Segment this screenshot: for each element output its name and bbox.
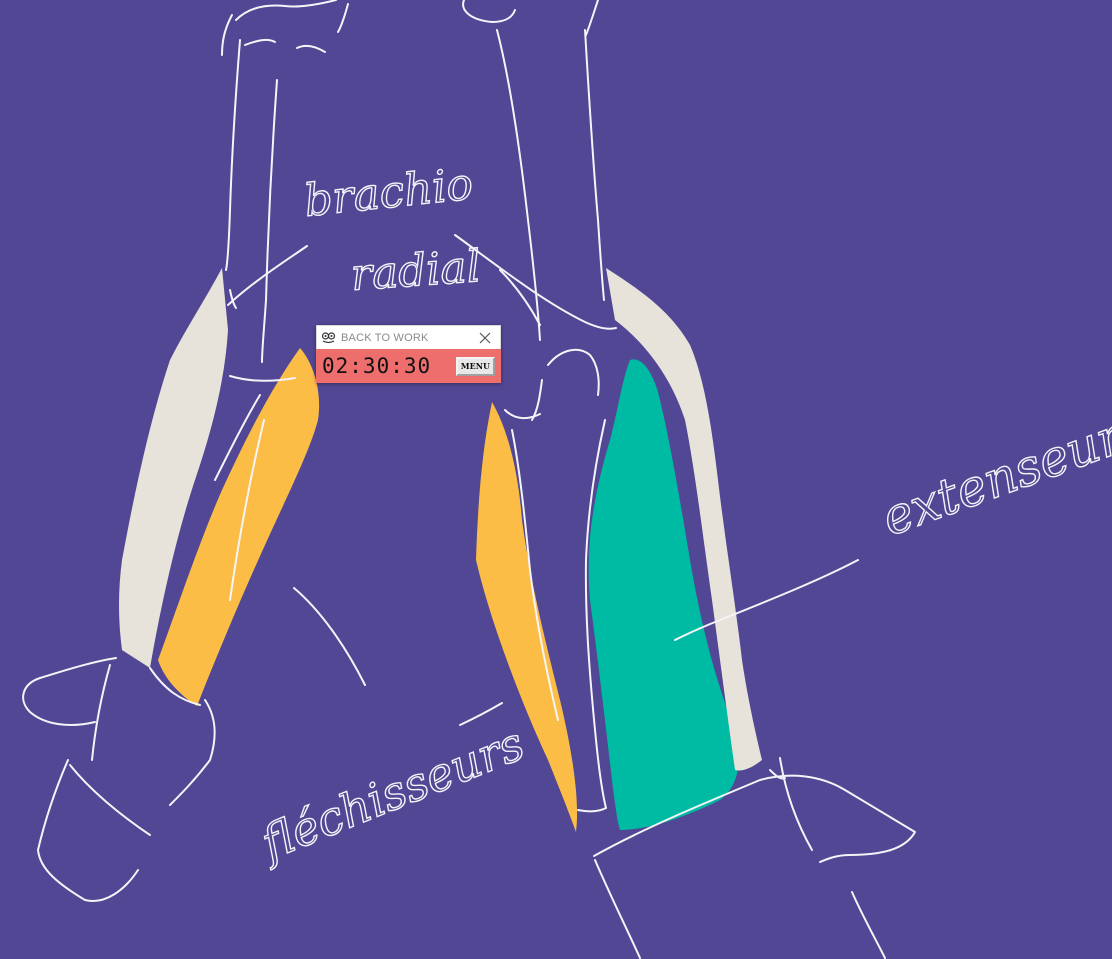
timer-widget[interactable]: BACK TO WORK 02:30:30 MENU	[316, 325, 501, 383]
close-icon	[479, 332, 491, 344]
timer-title: BACK TO WORK	[341, 332, 476, 344]
menu-button[interactable]: MENU	[456, 357, 495, 376]
countdown-display: 02:30:30	[322, 354, 431, 378]
annotation-radial: radial	[349, 241, 482, 301]
timer-titlebar[interactable]: BACK TO WORK	[316, 325, 501, 349]
close-button[interactable]	[476, 329, 494, 347]
timer-body: 02:30:30 MENU	[316, 349, 501, 383]
owl-icon	[321, 331, 336, 345]
